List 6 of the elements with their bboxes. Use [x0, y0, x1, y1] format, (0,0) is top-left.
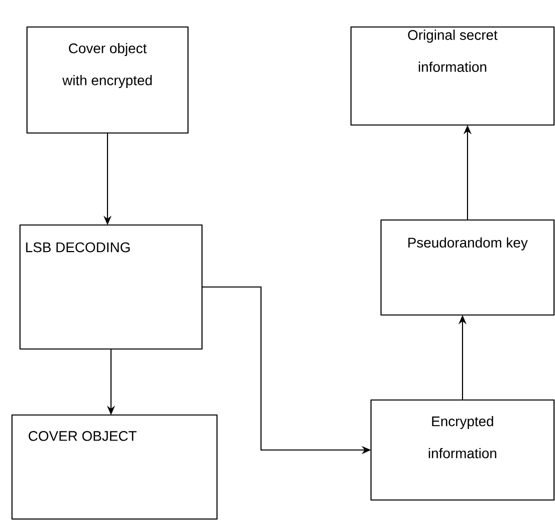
process-box: Cover object with encrypted	[26, 26, 189, 134]
process-box: LSB DECODING	[19, 224, 203, 350]
process-box: Original secret information	[350, 26, 555, 126]
process-box: Pseudorandom key	[380, 219, 555, 316]
process-box: COVER OBJECT	[11, 414, 218, 520]
process-box: Encrypted information	[370, 399, 555, 501]
